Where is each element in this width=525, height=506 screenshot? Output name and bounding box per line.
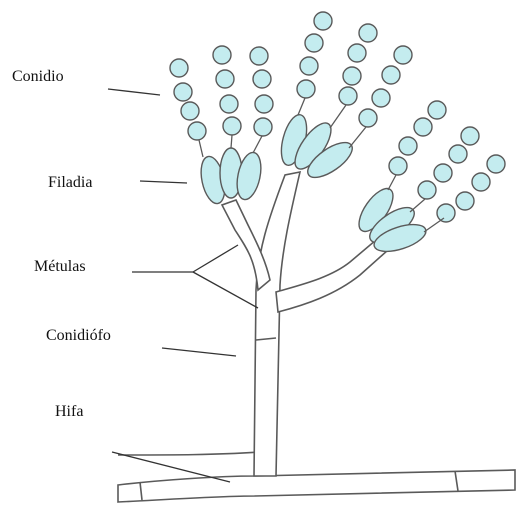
leader-filadia [140,181,187,183]
conidium [382,66,400,84]
conidium [461,127,479,145]
conidium [170,59,188,77]
conidium [174,83,192,101]
conidium [300,57,318,75]
label-metulas: Métulas [34,259,86,275]
conidium [339,87,357,105]
conidium [213,46,231,64]
leader-conidiofo [162,348,236,356]
conidium [418,181,436,199]
conidium [348,44,366,62]
hypha [118,452,515,502]
conidium [181,102,199,120]
conidium [254,118,272,136]
conidium [255,95,273,113]
label-conidio: Conidio [12,69,64,85]
conidium [253,70,271,88]
conidium [449,145,467,163]
conidium [305,34,323,52]
conidium [456,192,474,210]
conidium [487,155,505,173]
label-hifa: Hifa [55,404,83,420]
conidium [188,122,206,140]
conidium [372,89,390,107]
conidium [250,47,268,65]
leader-lines [108,89,258,482]
conidium [343,67,361,85]
conidium [389,157,407,175]
conidium [297,80,315,98]
conidium [394,46,412,64]
conidium [434,164,452,182]
leader-metulas-lower [193,272,258,308]
conidiophore [254,172,300,476]
conidium [223,117,241,135]
leader-metulas-upper [193,245,238,272]
metula-right [276,240,388,312]
conidium [359,109,377,127]
conidium [220,95,238,113]
conidium [399,137,417,155]
leader-hifa [112,452,230,482]
conidium [428,101,446,119]
conidium [437,204,455,222]
label-conidiofo: Conidiófo [46,328,111,344]
conidium [216,70,234,88]
conidium [472,173,490,191]
conidium [414,118,432,136]
conidium [314,12,332,30]
conidium [359,24,377,42]
label-filadia: Filadia [48,175,92,191]
leader-conidio [108,89,160,95]
